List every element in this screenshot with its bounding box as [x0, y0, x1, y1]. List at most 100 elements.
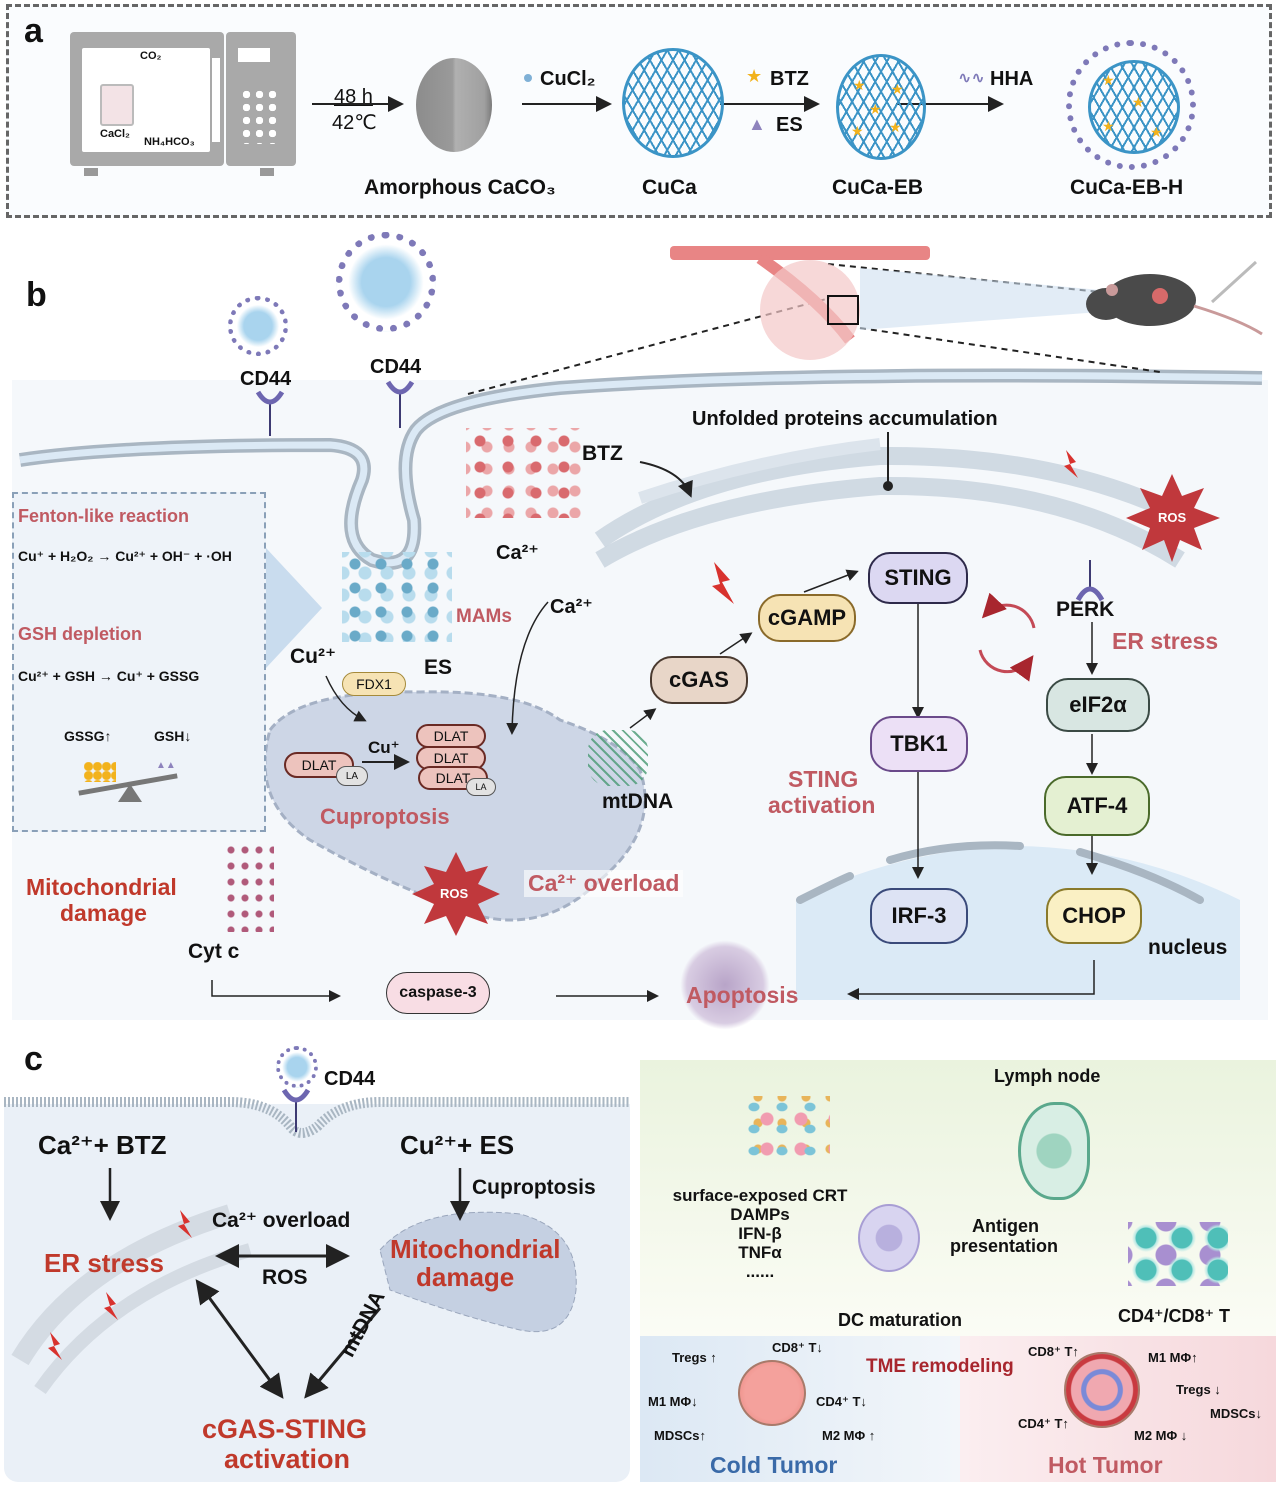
cuca-eb-h-label: CuCa-EB-H — [1070, 176, 1184, 199]
cold-tumor-title: Cold Tumor — [710, 1452, 838, 1478]
cacl2-label: CaCl₂ — [100, 128, 130, 140]
cuproptosis-label-c: Cuproptosis — [472, 1176, 596, 1199]
dendritic-cell-icon — [858, 1204, 920, 1272]
es-label-b: ES — [424, 656, 453, 679]
caspase3-node: caspase-3 — [386, 972, 490, 1014]
hha-label: HHA — [990, 68, 1034, 90]
apoptotic-cell-icon — [680, 940, 770, 1030]
unfolded-proteins-label: Unfolded proteins accumulation — [692, 408, 998, 430]
nucleus-label: nucleus — [1148, 936, 1228, 959]
cold-mdscs: MDSCs↑ — [654, 1428, 707, 1443]
lymph-node-icon — [1018, 1102, 1090, 1200]
gsh-title: GSH depletion — [18, 624, 143, 644]
damps-item: surface-exposed CRT — [672, 1186, 848, 1205]
step1-time: 48 h — [334, 86, 373, 108]
co2-label: CO₂ — [140, 50, 162, 62]
cgamp-node: cGAMP — [758, 594, 856, 642]
panel-c-letter: c — [24, 1040, 43, 1078]
hot-cd8: CD8⁺ T↑ — [1028, 1344, 1079, 1359]
nh4hco3-label: NH₄HCO₃ — [144, 136, 195, 148]
cd44-label-left: CD44 — [240, 368, 292, 390]
tbk1-node: TBK1 — [870, 716, 968, 772]
calcium-btz-cluster — [466, 428, 586, 518]
cuca-eb-particle: ★ ★ ★ ★ ★ — [836, 54, 926, 160]
hot-tumor-title: Hot Tumor — [1048, 1452, 1163, 1478]
microwave-icon — [70, 32, 296, 176]
dc-maturation-label: DC maturation — [838, 1310, 963, 1330]
btz-label: BTZ — [770, 68, 809, 90]
gssg-up-label: GSSG↑ — [64, 728, 112, 744]
cold-cd8: CD8⁺ T↓ — [772, 1340, 823, 1355]
cytc-dots — [224, 842, 274, 932]
er-stress-label: ER stress — [1112, 628, 1219, 654]
panel-c-nanoparticle — [276, 1046, 318, 1088]
hot-m2: M2 MΦ ↓ — [1134, 1428, 1188, 1443]
t-cells-label: CD4⁺/CD8⁺ T — [1118, 1306, 1231, 1326]
lymph-node-label: Lymph node — [994, 1066, 1101, 1086]
la-node-single: LA — [336, 766, 368, 786]
cold-tumor-icon — [738, 1360, 806, 1426]
cold-m1: M1 MΦ↓ — [648, 1394, 698, 1409]
damps-icon — [740, 1096, 830, 1160]
damps-item: DAMPs — [730, 1205, 790, 1224]
cuca-particle — [622, 48, 724, 158]
seesaw-icon: ▲▲ — [78, 760, 178, 802]
cuproptosis-label-b: Cuproptosis — [320, 804, 450, 829]
es-triangle-icon: ▲ — [748, 114, 766, 134]
cytc-label: Cyt c — [188, 940, 240, 963]
amorphous-caco3-label: Amorphous CaCO₃ — [364, 176, 556, 199]
mito-damage-line1: Mitochondrial — [26, 874, 177, 900]
hot-m1: M1 MΦ↑ — [1148, 1350, 1198, 1365]
es-label: ES — [776, 114, 803, 136]
btz-star-icon: ★ — [746, 66, 763, 86]
gsh-down-label: GSH↓ — [154, 728, 192, 744]
tme-remodeling-label: TME remodeling — [866, 1356, 1014, 1377]
cu-es-label: Cu²⁺+ ES — [400, 1130, 515, 1160]
mams-cluster — [342, 552, 452, 642]
cuca-eb-h-particle: ★ ★ ★ ★ — [1066, 40, 1196, 170]
t-cells-icon — [1128, 1222, 1228, 1286]
mito-damage-line2: damage — [60, 900, 147, 926]
sting-node: STING — [868, 552, 968, 604]
calcium-label-top: Ca²⁺ — [496, 542, 539, 564]
ros-label-mito: ROS — [440, 886, 469, 901]
cd44-label-right: CD44 — [370, 356, 422, 378]
cold-cd4: CD4⁺ T↓ — [816, 1394, 867, 1409]
damps-item: ...... — [745, 1262, 775, 1281]
chop-node: CHOP — [1046, 888, 1142, 944]
cd44-label-c: CD44 — [324, 1068, 376, 1090]
gsh-equation: Cu²⁺ + GSH → Cu⁺ + GSSG — [18, 668, 200, 684]
apoptosis-label: Apoptosis — [686, 982, 799, 1008]
ros-label-c: ROS — [262, 1266, 308, 1289]
perk-label: PERK — [1056, 598, 1115, 621]
btz-label-b: BTZ — [582, 442, 623, 465]
antigen-line1: Antigen — [972, 1216, 1039, 1236]
ros-label-er: ROS — [1158, 510, 1187, 525]
atf4-node: ATF-4 — [1044, 776, 1150, 836]
cucl2-label: CuCl₂ — [540, 68, 596, 90]
hot-mdscs: MDSCs↓ — [1210, 1406, 1263, 1421]
cold-m2: M2 MΦ ↑ — [822, 1428, 876, 1443]
hha-chain-icon: ∿∿ — [958, 70, 985, 87]
hot-tregs: Tregs ↓ — [1176, 1382, 1221, 1397]
fenton-gsh-box — [12, 492, 266, 832]
hot-cd4: CD4⁺ T↑ — [1018, 1416, 1069, 1431]
damps-item: IFN-β — [738, 1224, 782, 1243]
sting-activation-line1: STING — [788, 766, 859, 792]
cuca-label: CuCa — [642, 176, 697, 199]
fenton-equation: Cu⁺ + H₂O₂ → Cu²⁺ + OH⁻ + ·OH — [18, 548, 232, 564]
ca-overload-label-c: Ca²⁺ overload — [212, 1209, 351, 1232]
irf3-node: IRF-3 — [870, 888, 968, 944]
cu2-label-b: Cu²⁺ — [290, 645, 337, 668]
cgas-node: cGAS — [650, 656, 748, 704]
cgas-sting-line1: cGAS-STING — [202, 1414, 368, 1444]
ca-overload-label-b: Ca²⁺ overload — [524, 870, 684, 897]
mito-damage-c-line1: Mitochondrial — [390, 1234, 561, 1264]
calcium-label-mid: Ca²⁺ — [550, 596, 593, 618]
panel-a-letter: a — [24, 12, 43, 50]
eif2a-node: eIF2α — [1046, 678, 1150, 732]
nanoparticle-small — [228, 296, 288, 356]
ca-btz-label: Ca²⁺+ BTZ — [38, 1130, 167, 1160]
cucl2-dot-icon — [524, 74, 532, 82]
